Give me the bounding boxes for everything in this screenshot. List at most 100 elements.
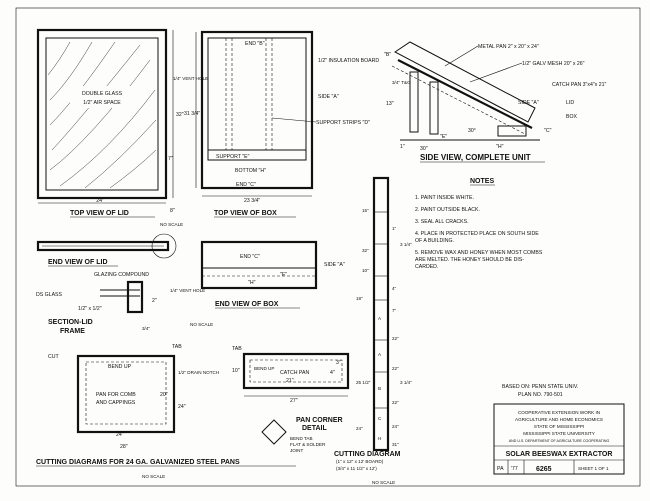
based-on-2: PLAN NO. 790-501 <box>518 392 563 398</box>
board-lbl-8: B <box>378 386 381 391</box>
sheet-border <box>15 7 641 487</box>
notes-block: NOTES 1. PAINT INSIDE WHITE. 2. PAINT OU… <box>415 178 543 270</box>
board-lbl-20: 24" <box>356 426 363 431</box>
lid-side-dim: 7" <box>168 156 173 162</box>
insulation-label: 1/2" INSULATION BOARD <box>318 58 379 64</box>
dim-28: 28" <box>120 444 128 450</box>
quarter-dim: 3/4" <box>142 326 150 331</box>
note-5a: 5. REMOVE WAX AND HONEY WHEN MOST COMBS <box>415 250 543 256</box>
dim-27: 27" <box>290 398 298 404</box>
comb-pan-blank <box>76 354 176 434</box>
tg-label: 3/4" T&G <box>392 80 411 85</box>
note-4b: OF A BUILDING. <box>415 238 454 244</box>
board-lbl-10: H <box>378 436 381 441</box>
wood-grain <box>47 41 157 189</box>
bend-up-label: BEND UP <box>108 364 132 370</box>
box-end-view: END "C" SIDE "A" 1/4" VENT HOLE "H" "E" … <box>170 240 345 309</box>
glazing-label: GLAZING COMPOUND <box>94 272 149 278</box>
bend2-label: BEND UP <box>254 366 274 371</box>
end-b-label: END "B" <box>245 41 265 47</box>
title-block: COOPERATIVE EXTENSION WORK IN AGRICULTUR… <box>493 403 625 475</box>
catch-pan <box>497 125 527 137</box>
tb-title: SOLAR BEESWAX EXTRACTOR <box>506 451 613 458</box>
glass-label-1: DOUBLE GLASS <box>82 91 123 97</box>
box-top-caption: TOP VIEW OF BOX <box>214 210 277 217</box>
box-end-c: END "C" <box>240 254 260 260</box>
board-strip <box>372 176 390 452</box>
no-scale-4: NO SCALE <box>372 480 395 485</box>
metal-pan-line <box>397 59 533 129</box>
tb-line-1: COOPERATIVE EXTENSION WORK IN <box>518 410 600 415</box>
lid-slope <box>394 41 536 123</box>
bend-tab-2: FLAT & SOLDER <box>290 442 326 447</box>
catch-pan-label: CATCH PAN <box>280 370 309 376</box>
board-lbl-16: 31" <box>392 442 399 447</box>
box-inner <box>207 37 307 151</box>
board-lbl-18: 3 1/4" <box>400 380 412 385</box>
tab2-label: TAB <box>232 346 242 352</box>
lid-top-view: DOUBLE GLASS 1/2" AIR SPACE 24" 32" 8" 7… <box>36 28 184 218</box>
side-view: METAL PAN 2" x 20" x 24" 1/2" GALV MESH … <box>384 41 606 163</box>
corner-detail-shape <box>261 419 287 445</box>
board-sub-1: (1" x 12" x 12' BOARD) <box>336 459 384 464</box>
section-caption-1: SECTION-LID <box>48 319 93 326</box>
board-lbl-11: 25 1/2" <box>356 380 371 385</box>
lid-frame-inner <box>45 37 159 191</box>
box-end-outer <box>200 240 318 290</box>
front-post <box>409 71 419 133</box>
two-dim: 2" <box>152 298 157 304</box>
dim-1: 1" <box>400 144 405 150</box>
based-on-1: BASED ON: PENN STATE UNIV. <box>502 384 578 390</box>
tb-line-4: MISSISSIPPI STATE UNIVERSITY <box>523 431 595 436</box>
support-e-label: SUPPORT "E" <box>216 154 250 160</box>
board-lbl-1: 32" <box>362 248 369 253</box>
glass-label-2: 1/2" AIR SPACE <box>83 100 121 106</box>
bend-tab-1: BEND TAB <box>290 436 313 441</box>
dim-13: 13" <box>386 101 394 107</box>
b-label: "B" <box>384 52 391 58</box>
board-lbl-19: 18" <box>356 296 363 301</box>
drain-label: 1/2" DRAIN NOTCH <box>178 370 219 375</box>
support-leader <box>271 117 317 123</box>
note-1: 1. PAINT INSIDE WHITE. <box>415 195 474 201</box>
board-lbl-0: 15" <box>362 208 369 213</box>
bottom-h-label: BOTTOM "H" <box>235 168 266 174</box>
lid-end-view: END VIEW OF LID GLAZING COMPOUND DS GLAS… <box>36 233 177 335</box>
pan-label-1: PAN FOR COMB <box>96 392 136 398</box>
board-lbl-17: 3 1/4" <box>400 242 412 247</box>
mesh-line <box>391 65 526 135</box>
dim-21: 21" <box>286 378 294 384</box>
box-label: BOX <box>566 114 577 120</box>
board-lbl-4: 4" <box>392 286 397 291</box>
board-lbl-3: 1" <box>392 226 397 231</box>
no-scale-3: NO SCALE <box>142 474 165 479</box>
section-caption-2: FRAME <box>60 328 85 335</box>
tb-line-2: AGRICULTURE AND HOME ECONOMICS <box>515 417 603 422</box>
notes-title: NOTES <box>470 178 494 185</box>
catch-pan-label: CATCH PAN 3"x4"x 21" <box>552 82 606 88</box>
dim-24: 24" <box>178 404 186 410</box>
box-end-caption: END VIEW OF BOX <box>215 301 279 308</box>
dim-20: 20" <box>160 392 168 398</box>
lid-top-caption: TOP VIEW OF LID <box>70 210 129 217</box>
box-end-e: "E" <box>280 272 287 278</box>
h-label: "H" <box>496 144 504 150</box>
tb-pa: PA <box>497 466 504 472</box>
board-lbl-14: 22" <box>392 400 399 405</box>
support-e-board <box>207 149 307 161</box>
corner-caption-1: PAN CORNER <box>296 417 343 424</box>
board-sub-2: (3/4" x 11 1/2" x 12') <box>336 466 377 471</box>
catch-pan-blank <box>242 352 350 390</box>
box-end-vent: 1/4" VENT HOLE <box>170 288 205 293</box>
detail-circle <box>151 233 177 259</box>
side-view-side-a: SIDE "A" <box>518 100 539 106</box>
box-height-dim: 31 3/4" <box>184 111 200 117</box>
tb-number: 6265 <box>536 466 552 473</box>
lid-edge-label: 8" <box>170 208 175 214</box>
note-2: 2. PAINT OUTSIDE BLACK. <box>415 207 480 213</box>
board-lbl-5: 7" <box>392 308 397 313</box>
bend-tab-3: JOINT <box>290 448 303 453</box>
end-c-label: END "C" <box>236 182 256 188</box>
dim-10: 10" <box>232 368 240 374</box>
tb-sheet: SHEET 1 OF 1 <box>578 466 609 471</box>
